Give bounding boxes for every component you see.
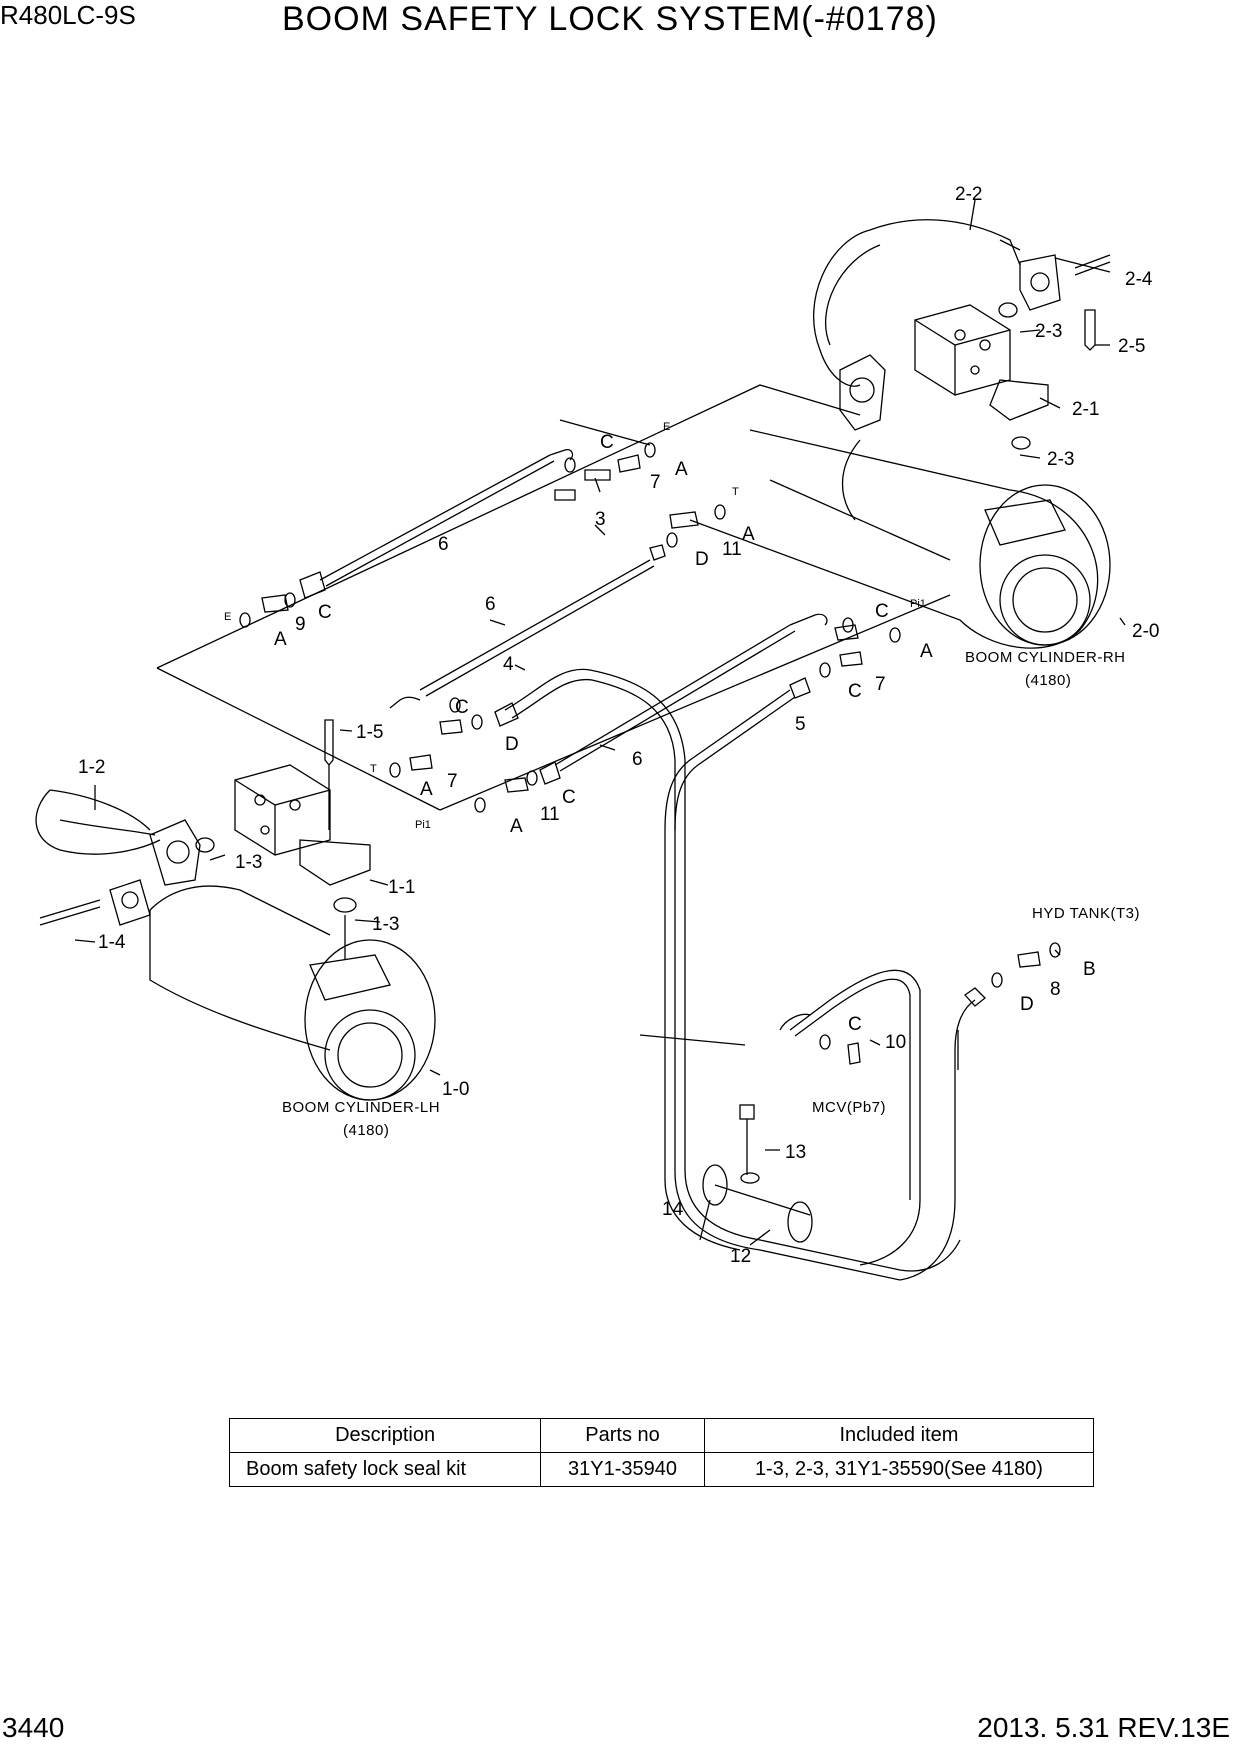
- column-header: Included item: [703, 1418, 1095, 1453]
- callout-labels: 2-2 2-4 2-3 2-5 2-1 2-3 2-0 1-2 1-3 1-4 …: [78, 184, 1159, 1267]
- callout: 11: [722, 539, 742, 560]
- callout: 2-0: [1132, 621, 1159, 642]
- boom-cylinder-lh: [149, 885, 436, 1101]
- callout: 10: [885, 1032, 906, 1053]
- callout: 1-0: [442, 1079, 469, 1100]
- port-mark: E: [224, 611, 231, 623]
- callout: 1-1: [388, 877, 415, 898]
- callout: 2-4: [1125, 269, 1153, 290]
- callout: 7: [650, 472, 661, 493]
- letter: D: [505, 734, 519, 755]
- callout: 2-5: [1118, 336, 1145, 357]
- callout: 2-1: [1072, 399, 1099, 420]
- column-header: Description: [228, 1418, 542, 1453]
- valve-block-rh: [914, 304, 1049, 421]
- letter: C: [318, 602, 332, 623]
- model-number: R480LC-9S: [0, 0, 136, 30]
- callout: 6: [632, 749, 643, 770]
- letter: A: [510, 816, 523, 837]
- letter: C: [562, 787, 576, 808]
- connection-letters: C A A D C A C A C D A C A C B D C: [274, 432, 1096, 1035]
- valve-block-lh: [234, 764, 371, 886]
- component-captions: BOOM CYLINDER-RH (4180) BOOM CYLINDER-LH…: [282, 649, 1140, 1139]
- callout: 4: [503, 654, 514, 675]
- hose-tank: [899, 987, 986, 1281]
- cell-description: Boom safety lock seal kit: [228, 1452, 542, 1487]
- callout: 2-3: [1035, 321, 1062, 342]
- port-mark: Pi1: [415, 819, 431, 831]
- callout: 8: [1050, 979, 1061, 1000]
- tube-1-2: [35, 719, 357, 960]
- callout: 3: [595, 509, 606, 530]
- column-header: Parts no: [540, 1418, 705, 1453]
- page-title: BOOM SAFETY LOCK SYSTEM(-#0178): [282, 0, 938, 38]
- callout: 14: [662, 1199, 684, 1220]
- port-mark: E: [663, 421, 670, 433]
- caption-boom-cylinder-rh-ref: (4180): [1025, 672, 1071, 689]
- callout: 1-3: [235, 852, 262, 873]
- callout: 11: [540, 804, 560, 825]
- callout: 2-3: [1047, 449, 1074, 470]
- clamp-assembly: [702, 1104, 813, 1243]
- hose-4: [494, 668, 961, 1281]
- callout: 9: [295, 614, 306, 635]
- callout: 1-2: [78, 757, 105, 778]
- hose-6-middle: [389, 544, 666, 709]
- seal-kit-table: Description Parts no Included item Boom …: [228, 1418, 1095, 1487]
- table-header-row: Description Parts no Included item: [228, 1418, 1095, 1453]
- cell-parts-no: 31Y1-35940: [540, 1452, 705, 1487]
- callout: 7: [875, 674, 886, 695]
- callout: 7: [447, 771, 458, 792]
- callout: 1-5: [356, 722, 383, 743]
- callout: 1-4: [98, 932, 126, 953]
- table-row: Boom safety lock seal kit 31Y1-35940 1-3…: [228, 1452, 1095, 1487]
- letter: A: [274, 629, 287, 650]
- callout: 6: [485, 594, 496, 615]
- letter: A: [420, 779, 433, 800]
- cell-included-item: 1-3, 2-3, 31Y1-35590(See 4180): [703, 1452, 1095, 1487]
- letter: A: [675, 459, 688, 480]
- port-mark: Pi1: [910, 598, 926, 610]
- boom-cylinder-rh: [689, 429, 1111, 649]
- port-mark: T: [370, 763, 377, 775]
- caption-boom-cylinder-rh: BOOM CYLINDER-RH: [965, 649, 1126, 666]
- port-marks: E T E Pi1 T Pi1: [224, 421, 926, 831]
- hose-6-upper: [299, 449, 574, 599]
- letter: C: [848, 1014, 862, 1035]
- letter: B: [1083, 959, 1096, 980]
- tube-2-2: [813, 219, 1111, 450]
- callout: 2-2: [955, 184, 982, 205]
- letter: D: [695, 549, 709, 570]
- hose-6-lower: [539, 613, 828, 785]
- letter: A: [742, 524, 755, 545]
- letter: C: [455, 697, 469, 718]
- hose-mcv: [779, 969, 921, 1266]
- callout: 6: [438, 534, 449, 555]
- reference-lines: [74, 199, 1126, 1246]
- letter: C: [600, 432, 614, 453]
- callout: 12: [730, 1246, 751, 1267]
- page-number: 3440: [2, 1712, 65, 1743]
- letter: C: [875, 601, 889, 622]
- port-mark: T: [732, 486, 739, 498]
- caption-boom-cylinder-lh-ref: (4180): [343, 1122, 389, 1139]
- letter: D: [1020, 994, 1034, 1015]
- orings-fittings: [239, 442, 1061, 1065]
- letter: C: [848, 681, 862, 702]
- caption-mcv: MCV(Pb7): [812, 1099, 886, 1116]
- callout: 5: [795, 714, 806, 735]
- callout: 13: [785, 1142, 806, 1163]
- hose-5: [664, 677, 811, 1251]
- callout: 1-3: [372, 914, 399, 935]
- caption-hyd-tank: HYD TANK(T3): [1032, 905, 1140, 922]
- revision-date: 2013. 5.31 REV.13E: [977, 1712, 1230, 1743]
- caption-boom-cylinder-lh: BOOM CYLINDER-LH: [282, 1099, 440, 1116]
- letter: A: [920, 641, 933, 662]
